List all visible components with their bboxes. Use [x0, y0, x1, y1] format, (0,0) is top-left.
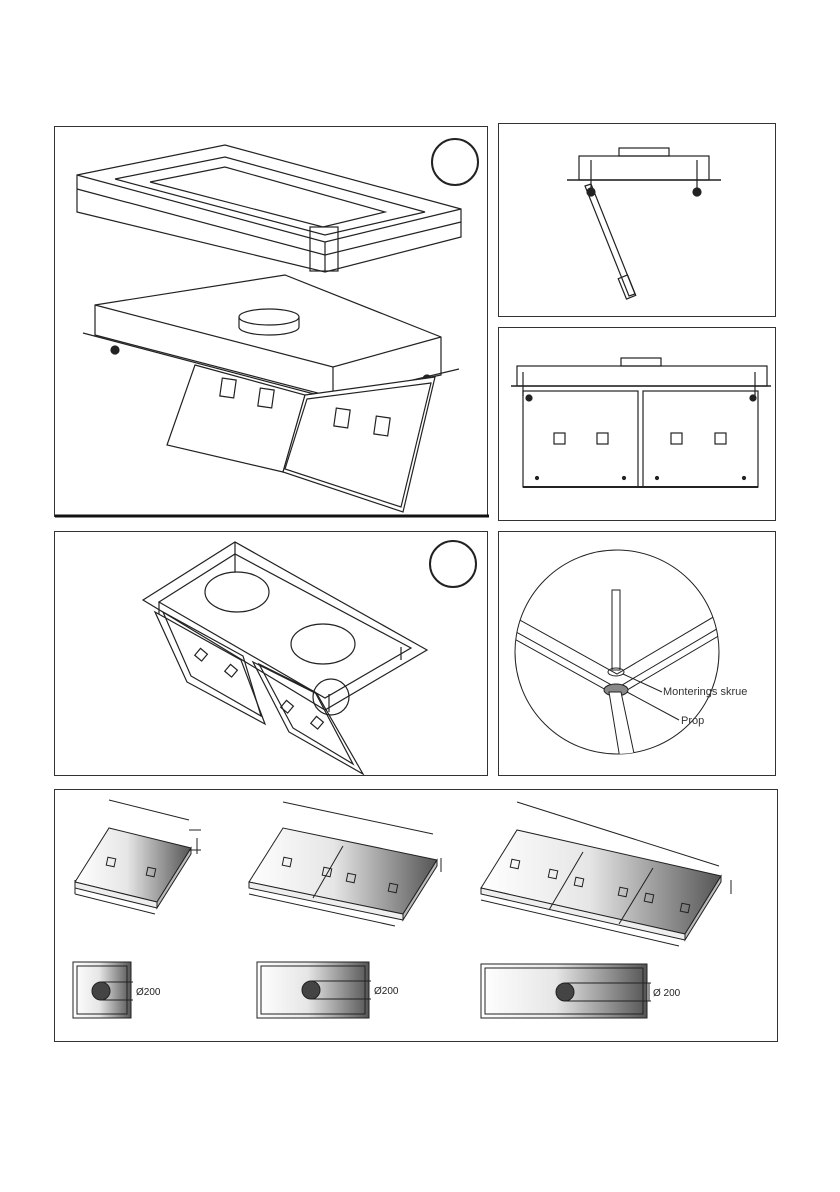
step-circle-1 — [432, 139, 478, 185]
panel-detail-screw-prop: Monterings skrue Prop — [498, 531, 776, 776]
label-mounting-screw: Monterings skrue — [663, 686, 747, 698]
duct-label-large: Ø 200 — [653, 988, 681, 999]
duct-label-small: Ø200 — [136, 987, 161, 998]
label-prop: Prop — [681, 715, 704, 727]
panel-front-view — [498, 327, 776, 521]
panel-underside-view — [54, 531, 488, 776]
duct-label-medium: Ø200 — [374, 986, 399, 997]
hood-sizes-drawing: Ø200 Ø200 Ø 200 — [55, 790, 779, 1043]
side-view-drawing — [499, 124, 777, 318]
step-circle-2 — [430, 541, 476, 587]
panel-hood-sizes: Ø200 Ø200 Ø 200 — [54, 789, 778, 1042]
underside-view-drawing — [55, 532, 489, 777]
panel-exploded-view — [54, 126, 488, 517]
exploded-view-drawing — [55, 127, 489, 518]
panel-side-view-prop — [498, 123, 776, 317]
detail-drawing: Monterings skrue Prop — [499, 532, 777, 777]
front-view-drawing — [499, 328, 777, 522]
